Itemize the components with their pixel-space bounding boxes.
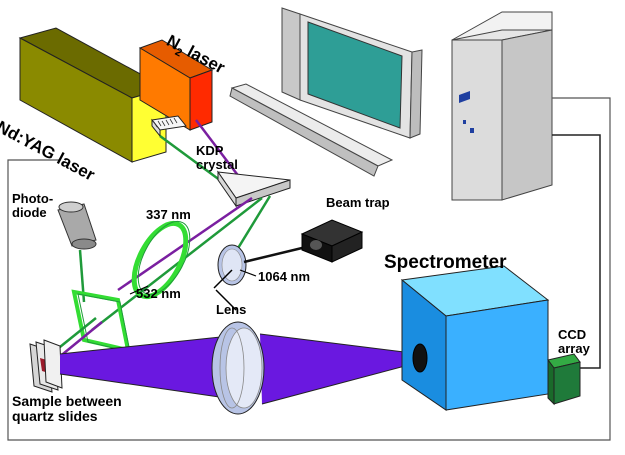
trap-lens — [217, 244, 247, 286]
photodiode-label-line2: diode — [12, 204, 47, 220]
label-532nm: 532 nm — [136, 286, 181, 301]
scattered-light-fan — [59, 333, 421, 405]
dichroic-prism — [216, 170, 291, 208]
ccd-array — [547, 353, 581, 406]
sample-label-line1: Sample between — [12, 393, 122, 409]
uv-beam-sample — [57, 321, 103, 359]
computer-tower-icon — [451, 11, 553, 201]
kdp-label-line1: KDP — [196, 143, 224, 158]
beam-trap-label: Beam trap — [326, 195, 390, 210]
sample-slides — [29, 339, 63, 393]
kdp-label: KDP crystal — [196, 144, 238, 171]
ccd-label-line1: CCD — [558, 327, 587, 342]
label-1064nm: 1064 nm — [258, 269, 311, 284]
sample-label: Sample between quartz slides — [12, 394, 122, 423]
photodiode-label-line1: Photo- — [12, 191, 54, 206]
computer-monitor-icon — [281, 7, 423, 139]
label-337nm: 337 nm — [146, 207, 191, 222]
kdp-label-line2: crystal — [196, 156, 238, 172]
beam-trap-icon — [300, 219, 364, 263]
collection-lens — [211, 321, 265, 415]
lens-label: Lens — [216, 302, 247, 317]
sample-label-line2: quartz slides — [12, 407, 98, 424]
kdp-crystal — [151, 115, 187, 138]
keyboard-icon — [229, 83, 394, 177]
n2-laser — [138, 39, 214, 131]
photodiode-icon — [57, 201, 97, 250]
ccd-label: CCD array — [558, 328, 590, 355]
spectrometer — [400, 265, 550, 411]
ccd-label-line2: array — [558, 340, 590, 356]
photodiode-label: Photo- diode — [12, 192, 53, 219]
ring-optic-337 — [131, 220, 191, 300]
spectrometer-label: Spectrometer — [384, 252, 507, 273]
